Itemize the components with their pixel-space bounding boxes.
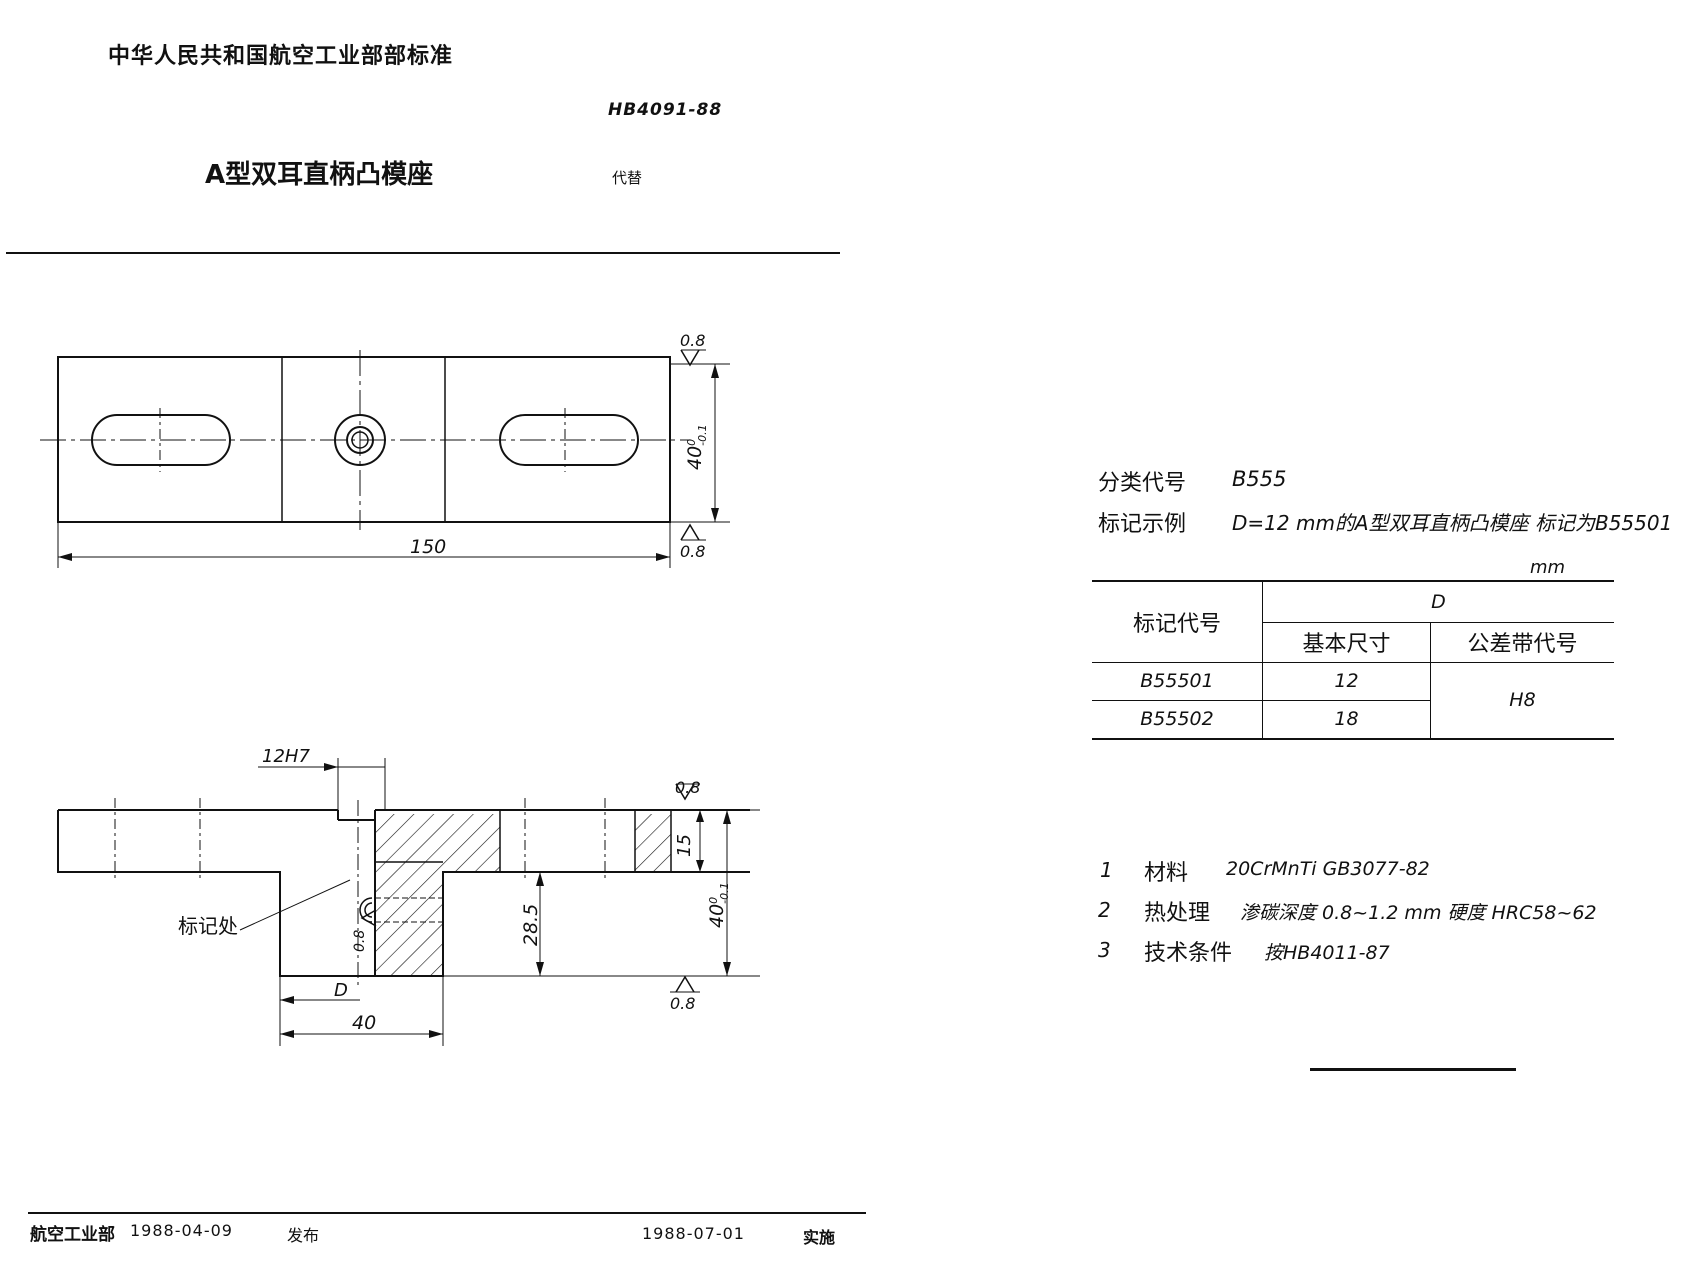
note-text: 按HB4011-87: [1264, 942, 1390, 964]
left-slot: [91, 414, 231, 466]
height-dimension-group: 400-0.1: [684, 424, 709, 470]
note-label: 材料: [1144, 861, 1189, 886]
depth-dimension: 28.5: [520, 903, 542, 946]
header-D: D: [1262, 581, 1614, 623]
footer-rule: [28, 1212, 866, 1214]
class-code-value: B555: [1232, 467, 1287, 491]
hatched-section: [635, 814, 671, 872]
unit-label: mm: [1530, 557, 1566, 578]
side-height-tol-lower: -0.1: [717, 882, 731, 904]
bore-dimension: 12H7: [262, 746, 310, 767]
header-code: 标记代号: [1092, 581, 1263, 662]
note-label: 热处理: [1144, 901, 1211, 926]
width-dimension: 40: [352, 1012, 377, 1034]
top-view-drawing: [40, 349, 730, 568]
table-row: B55502 18: [1092, 700, 1614, 739]
height-dimension: 40: [684, 445, 706, 470]
replaces-label: 代替: [612, 169, 643, 187]
bore-outer: [334, 414, 386, 466]
note-label: 技术条件: [1144, 941, 1233, 966]
side-height-dimension: 40: [706, 903, 728, 928]
roughness-symbol-inner: [360, 909, 377, 927]
roughness-symbol-side-bottom: [675, 975, 695, 993]
note-number: 1: [1100, 858, 1113, 882]
class-code-label: 分类代号: [1098, 471, 1187, 496]
effective-label: 实施: [803, 1228, 836, 1247]
roughness-value-bottom: 0.8: [680, 542, 706, 561]
marking-label: 标记处: [178, 914, 238, 938]
marking-leader: [239, 879, 351, 931]
header-basic-size: 基本尺寸: [1262, 622, 1431, 662]
side-view-drawing: [57, 758, 760, 1046]
length-dimension: 150: [410, 536, 447, 558]
header-rule: [6, 252, 840, 254]
hatched-section: [375, 872, 443, 976]
height-tol-lower: -0.1: [695, 424, 709, 446]
tolerance-value: H8: [1509, 689, 1536, 712]
side-height-dimension-group: 400-0.1: [706, 882, 731, 928]
effective-date: 1988-07-01: [642, 1224, 745, 1243]
header-tolerance: 公差带代号: [1467, 632, 1578, 657]
note-text: 20CrMnTi GB3077-82: [1226, 858, 1430, 880]
note-number: 2: [1098, 898, 1111, 922]
note-text: 渗碳深度 0.8~1.2 mm 硬度 HRC58~62: [1240, 902, 1597, 924]
bore-inner: [346, 426, 374, 454]
row-code: B55502: [1092, 700, 1263, 739]
roughness-symbol-top: [680, 349, 700, 367]
thickness-dimension: 15: [674, 834, 695, 857]
standard-number: HB4091-88: [608, 100, 723, 120]
roughness-value-side-bottom: 0.8: [670, 994, 696, 1013]
table-row: B55501 12 H8: [1092, 662, 1614, 711]
organization-title: 中华人民共和国航空工业部部标准: [108, 44, 454, 69]
example-label: 标记示例: [1098, 512, 1187, 537]
right-slot: [499, 414, 639, 466]
roughness-value-inner: 0.8: [352, 929, 368, 952]
note-number: 3: [1098, 938, 1111, 962]
document-title: A型双耳直柄凸模座: [205, 160, 434, 190]
end-rule: [1310, 1068, 1516, 1071]
row-basic: 18: [1262, 700, 1431, 739]
row-code: B55501: [1092, 662, 1263, 700]
issuer: 航空工业部: [30, 1225, 115, 1245]
hatched-section: [375, 814, 500, 872]
roughness-value-side-top: 0.8: [675, 778, 701, 797]
dimension-table: 标记代号 D 基本尺寸 公差带代号 B55501 12 H8 B55502 18: [1092, 580, 1614, 740]
example-text: D=12 mm的A型双耳直柄凸模座 标记为B55501: [1232, 511, 1673, 535]
issue-label: 发布: [287, 1226, 320, 1245]
row-basic: 12: [1262, 662, 1431, 700]
roughness-value-top: 0.8: [680, 331, 706, 350]
roughness-symbol-side-top: [675, 783, 695, 801]
issue-date: 1988-04-09: [130, 1221, 233, 1240]
D-dimension: D: [334, 980, 348, 1001]
roughness-symbol-bottom: [680, 523, 700, 541]
